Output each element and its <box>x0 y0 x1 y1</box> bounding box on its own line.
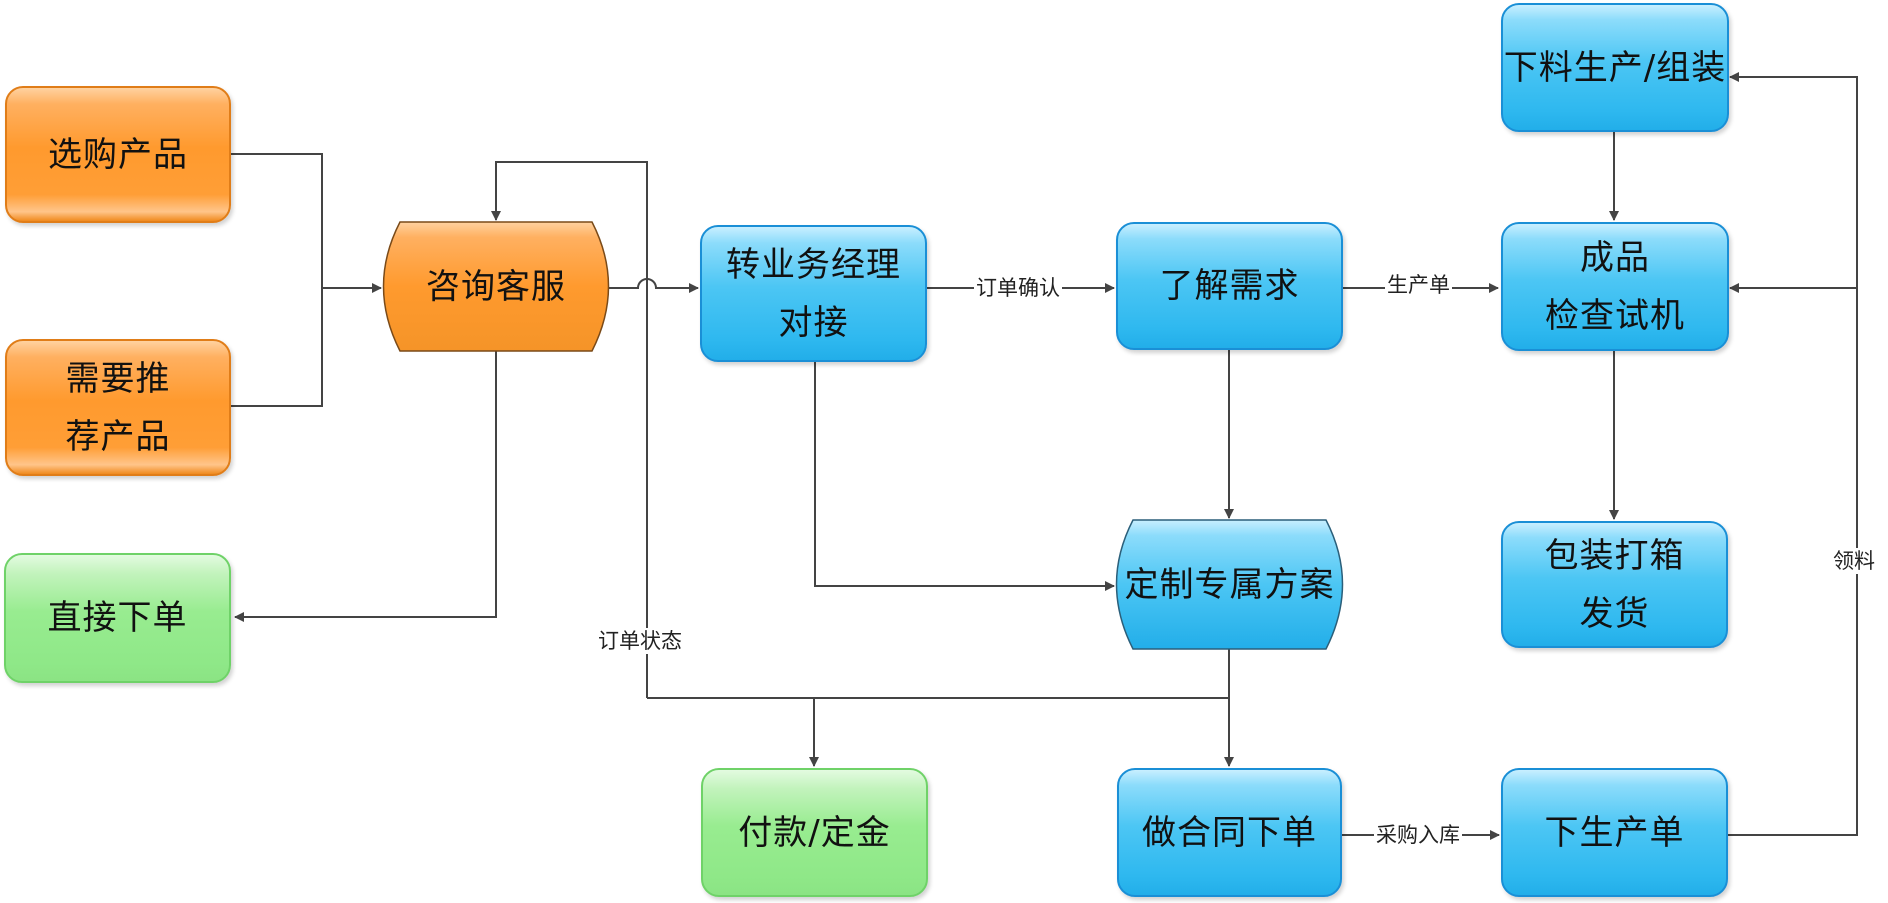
edge-order-status-loop <box>491 161 648 698</box>
custom-plan-shape <box>1115 519 1344 650</box>
node-label: 荐产品 <box>65 416 171 457</box>
node-label: 咨询客服 <box>426 266 566 307</box>
node-label: 做合同下单 <box>1142 812 1317 853</box>
node-label: 选购产品 <box>48 134 188 175</box>
node-label: 了解需求 <box>1159 266 1300 306</box>
edge-production-order-to-right <box>1728 72 1858 836</box>
node-production-assembly[interactable]: 下料生产/组装 <box>1501 3 1729 132</box>
node-label: 直接下单 <box>47 598 188 638</box>
node-contract-order[interactable]: 做合同下单 <box>1117 768 1342 897</box>
node-label: 检查试机 <box>1545 295 1685 336</box>
edge-label-pick-material: 领料 <box>1833 548 1875 574</box>
edge-label-production-sheet: 生产单 <box>1385 272 1452 298</box>
consult-service-shape <box>382 221 610 352</box>
node-label: 需要推 <box>65 358 171 399</box>
node-label: 下生产单 <box>1544 812 1685 853</box>
node-label: 发货 <box>1579 593 1650 634</box>
node-label: 付款/定金 <box>738 812 891 853</box>
node-business-manager[interactable]: 转业务经理 对接 <box>700 225 927 362</box>
node-select-product[interactable]: 选购产品 <box>5 86 231 223</box>
node-production-order[interactable]: 下生产单 <box>1501 768 1728 897</box>
node-understand-needs[interactable]: 了解需求 <box>1116 222 1343 350</box>
node-direct-order[interactable]: 直接下单 <box>4 553 231 683</box>
edge-label-order-status: 订单状态 <box>596 628 684 654</box>
node-need-recommend[interactable]: 需要推 荐产品 <box>5 339 231 476</box>
node-label: 成品 <box>1580 237 1650 278</box>
edge-consult-to-direct-order <box>234 351 497 622</box>
edge-select-to-junction <box>231 153 323 407</box>
node-label: 包装打箱 <box>1544 535 1685 576</box>
node-label: 转业务经理 <box>726 244 901 285</box>
node-inspection-test[interactable]: 成品 检查试机 <box>1501 222 1729 351</box>
edge-custom-plan-to-split <box>647 649 1230 699</box>
node-label: 下料生产/组装 <box>1503 47 1727 88</box>
node-custom-plan[interactable]: 定制专属方案 <box>1116 520 1343 649</box>
edge-label-purchase-stock: 采购入库 <box>1374 822 1462 848</box>
node-label: 对接 <box>778 302 849 343</box>
edge-label-order-confirm: 订单确认 <box>974 275 1062 301</box>
node-consult-service[interactable]: 咨询客服 <box>383 222 609 351</box>
node-payment-deposit[interactable]: 付款/定金 <box>701 768 928 897</box>
node-pack-ship[interactable]: 包装打箱 发货 <box>1501 521 1728 648</box>
edge-manager-to-custom-plan <box>814 362 1115 591</box>
node-label: 定制专属方案 <box>1124 564 1335 605</box>
edge-consult-to-manager <box>609 278 699 293</box>
